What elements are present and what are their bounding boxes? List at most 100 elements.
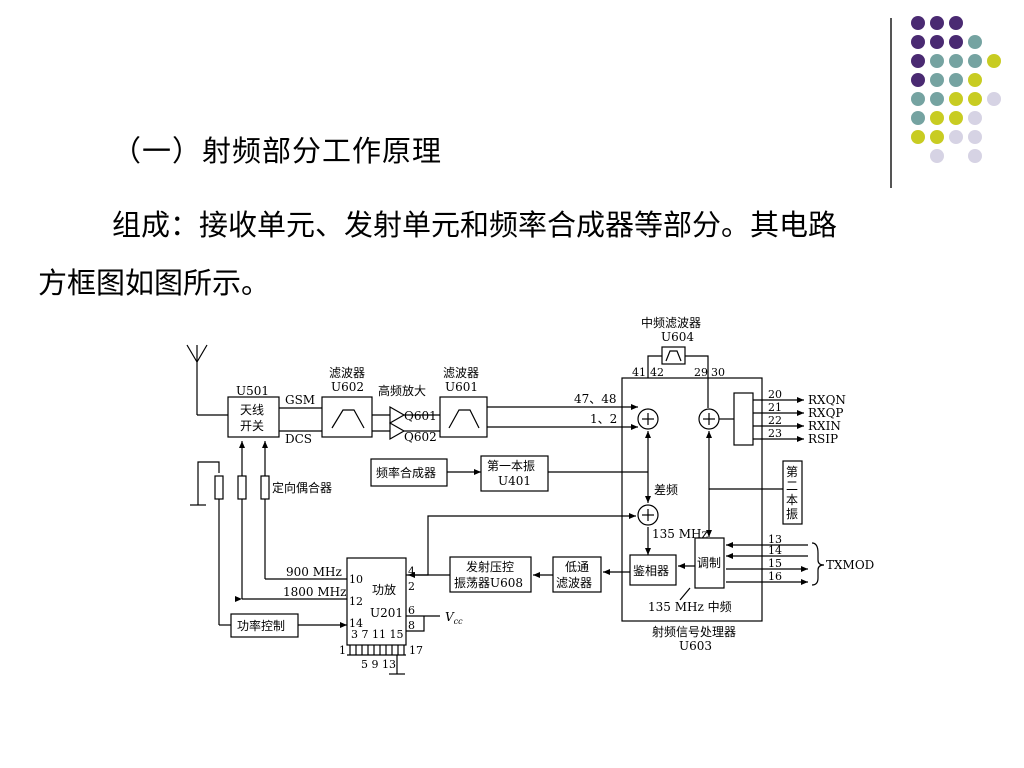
pin-10-label: 10: [349, 573, 363, 586]
bandpass-icon: [448, 409, 480, 429]
bandpass-icon: [331, 409, 365, 429]
decor-dot: [911, 35, 925, 49]
pin-13-label: 13: [768, 533, 782, 546]
decor-dot: [911, 73, 925, 87]
decor-dot: [911, 54, 925, 68]
lo2-label-3: 本: [786, 493, 798, 507]
modulator-label: 调制: [697, 556, 721, 570]
decor-dot: [987, 54, 1001, 68]
amplifier-q601-icon: [389, 405, 406, 425]
q601-label: Q601: [404, 409, 437, 423]
txmod-label: TXMOD: [826, 558, 874, 572]
mixer-1-icon: [637, 408, 659, 430]
vcc-label: Vcc: [445, 610, 463, 626]
slide-heading: （一）射频部分工作原理: [112, 134, 443, 168]
filter-u601-label-1: 滤波器: [443, 366, 479, 380]
amplifier-q602-icon: [389, 421, 406, 441]
filter-u601-label-2: U601: [445, 380, 478, 394]
decor-dot: [930, 111, 944, 125]
rf-processor-label: 射频信号处理器: [652, 624, 736, 639]
pin-16-label: 16: [768, 570, 782, 583]
decor-dot: [930, 149, 944, 163]
phase-detector-label: 鉴相器: [633, 564, 669, 578]
mixer-3-icon: [637, 504, 659, 526]
decor-dot: [968, 54, 982, 68]
pin-17-label: 17: [409, 644, 423, 657]
decor-dot: [968, 130, 982, 144]
bandpass-icon: [665, 350, 682, 362]
f135-label: 135 MHz: [652, 527, 708, 541]
lo2-label-1: 第: [786, 465, 798, 479]
filter-u601-box: [439, 396, 488, 438]
decor-dot: [911, 111, 925, 125]
decor-dot: [930, 16, 944, 30]
slide-paragraph: 组成：接收单元、发射单元和频率合成器等部分。其电路 方框图如图所示。: [38, 196, 990, 312]
phase-detector-box: [629, 554, 677, 586]
pin-2-label: 2: [408, 580, 415, 593]
pin-15-label: 15: [768, 557, 782, 570]
hf-amp-label: 高频放大: [378, 383, 426, 398]
coupler-element-3: [260, 475, 270, 500]
decor-dot: [930, 130, 944, 144]
synthesizer-label: 频率合成器: [376, 465, 436, 480]
pin-14b-label: 14: [768, 544, 782, 557]
decor-dot: [949, 92, 963, 106]
pa-label-1: 功放: [372, 582, 396, 597]
pin-47-48-label: 47、48: [574, 392, 617, 406]
decor-dot: [911, 92, 925, 106]
lowpass-filter-box: [552, 556, 602, 593]
pin-12-label: 12: [349, 595, 363, 608]
u604-label: U604: [661, 330, 694, 344]
paragraph-line-1: 组成：接收单元、发射单元和频率合成器等部分。其电路: [112, 208, 838, 242]
filter-u602-box: [321, 396, 373, 438]
if135-label: 135 MHz 中频: [648, 599, 732, 614]
gsm-label: GSM: [285, 393, 315, 407]
paragraph-line-2: 方框图如图所示。: [38, 266, 271, 300]
lo2-box: [782, 460, 803, 525]
pin-23-label: 23: [768, 427, 782, 440]
lpf-label-1: 低通: [565, 560, 589, 574]
power-control-label: 功率控制: [237, 618, 285, 633]
decor-dot: [911, 16, 925, 30]
decorative-divider: [890, 18, 892, 188]
pin-20-label: 20: [768, 388, 782, 401]
decorative-dot-grid: [911, 16, 1001, 163]
decor-dot: [949, 73, 963, 87]
rx-output-block: [733, 392, 754, 446]
rxin-label: RXIN: [808, 419, 841, 433]
u501-label: U501: [236, 384, 269, 398]
pin-41-label: 41: [632, 366, 646, 379]
pin-30-label: 30: [711, 366, 725, 379]
antenna-switch-label-1: 天线: [240, 403, 264, 417]
pa-label-2: U201: [370, 606, 403, 620]
antenna-switch-box: [227, 396, 280, 438]
lpf-label-2: 滤波器: [556, 576, 592, 590]
decor-dot: [968, 73, 982, 87]
rxqp-label: RXQP: [808, 406, 844, 420]
decor-dot: [930, 92, 944, 106]
lo2-label-2: 二: [786, 479, 798, 493]
decor-dot: [987, 92, 1001, 106]
q602-label: Q602: [404, 430, 437, 444]
lo1-label-2: U401: [498, 474, 531, 488]
coupler-element-1: [214, 475, 224, 500]
coupler-label: 定向偶合器: [272, 480, 332, 495]
tx-vco-u608-box: [449, 556, 532, 593]
rsip-label: RSIP: [808, 432, 838, 446]
pin-6-label: 6: [408, 604, 415, 617]
brace: [811, 542, 825, 586]
diff-freq-label: 差频: [654, 483, 678, 497]
pin-1-2-label: 1、2: [590, 412, 617, 426]
pin-4-label: 4: [408, 565, 415, 578]
f1800-label: 1800 MHz: [283, 585, 346, 599]
decor-dot: [949, 54, 963, 68]
decor-dot: [968, 35, 982, 49]
decor-dot: [968, 111, 982, 125]
filter-u602-label-2: U602: [331, 380, 364, 394]
bottom-pins-bottom-label: 5 9 13: [361, 658, 396, 671]
decor-dot: [968, 92, 982, 106]
vco-label-1: 发射压控: [466, 559, 514, 574]
pin-42-label: 42: [650, 366, 664, 379]
if-filter-label: 中频滤波器: [641, 315, 701, 330]
